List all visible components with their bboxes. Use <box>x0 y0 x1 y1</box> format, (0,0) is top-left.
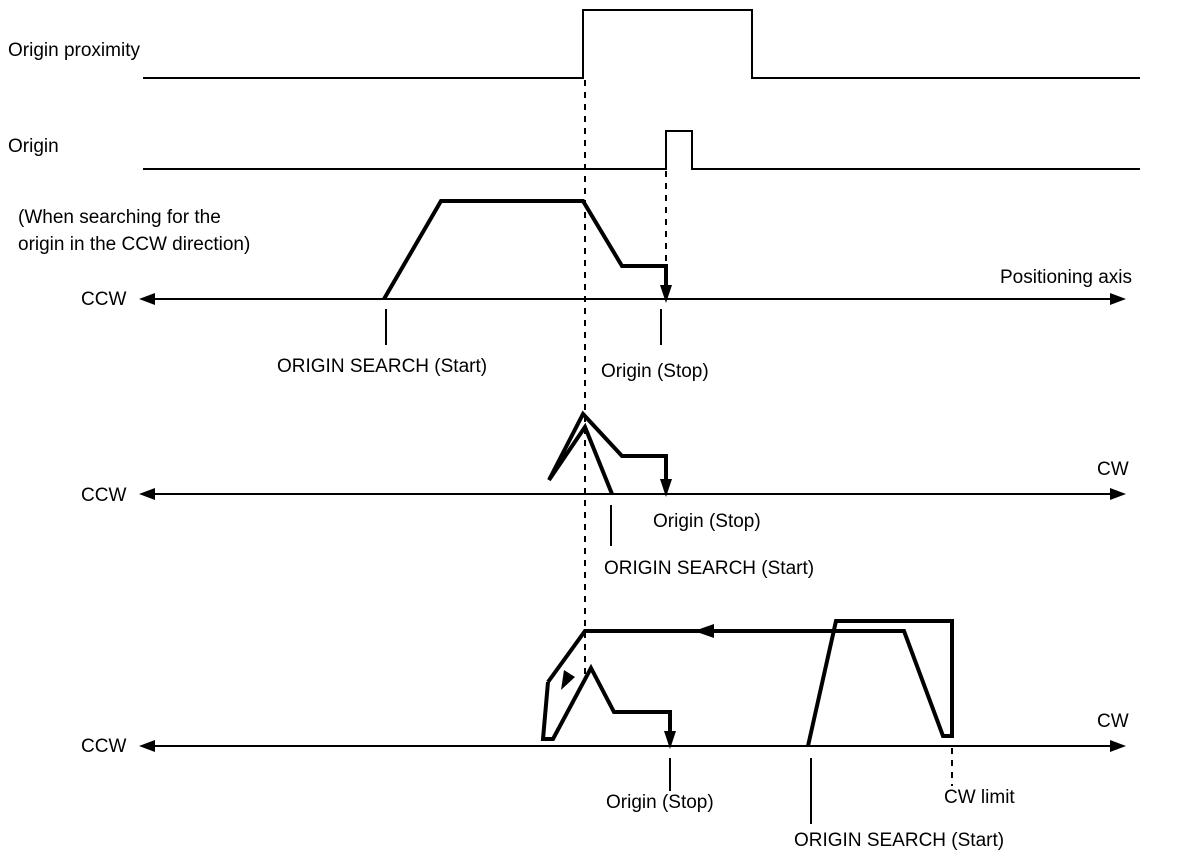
case3-axis-right-arrowhead <box>1110 740 1126 752</box>
case1-stop-arrowhead <box>660 285 672 303</box>
case1-stop-label: Origin (Stop) <box>601 361 709 382</box>
case2-axis-left-label: CCW <box>81 485 126 506</box>
origin-proximity-label: Origin proximity <box>8 40 140 61</box>
case1-speed-profile <box>382 199 668 301</box>
case3-speed-profile-to-origin <box>540 663 672 741</box>
case1-note-line2: origin in the CCW direction) <box>18 234 250 255</box>
case2-start-label: ORIGIN SEARCH (Start) <box>604 558 814 579</box>
case3-axis-left-label: CCW <box>81 736 126 757</box>
case2-axis-left-arrowhead <box>139 488 155 500</box>
origin-label: Origin <box>8 136 59 157</box>
origin-proximity-waveform <box>143 9 1140 79</box>
case1-axis-left-arrowhead <box>139 293 155 305</box>
case3-stop-arrowhead <box>664 731 676 749</box>
case1-start-label: ORIGIN SEARCH (Start) <box>277 356 487 377</box>
case3-descent-arrowhead <box>561 670 575 690</box>
case1-axis-right-label: Positioning axis <box>1000 267 1132 288</box>
case2-speed-profile <box>547 410 668 495</box>
case1-note-line1: (When searching for the <box>18 207 221 228</box>
case2-stop-arrowhead <box>660 479 672 497</box>
case2-axis-right-arrowhead <box>1110 488 1126 500</box>
case3-start-label: ORIGIN SEARCH (Start) <box>794 830 1004 851</box>
case3-speed-profile-to-cw-limit <box>546 619 954 747</box>
case3-return-direction-arrowhead <box>694 624 714 638</box>
case3-stop-label: Origin (Stop) <box>606 792 714 813</box>
case3-axis-left-arrowhead <box>139 740 155 752</box>
case2-axis-right-label: CW <box>1097 459 1129 480</box>
case1-axis-right-arrowhead <box>1110 293 1126 305</box>
origin-waveform <box>143 130 1140 170</box>
case3-cw-limit-label: CW limit <box>944 787 1015 808</box>
case3-axis-right-label: CW <box>1097 711 1129 732</box>
case1-axis-left-label: CCW <box>81 289 126 310</box>
case2-stop-label: Origin (Stop) <box>653 511 761 532</box>
